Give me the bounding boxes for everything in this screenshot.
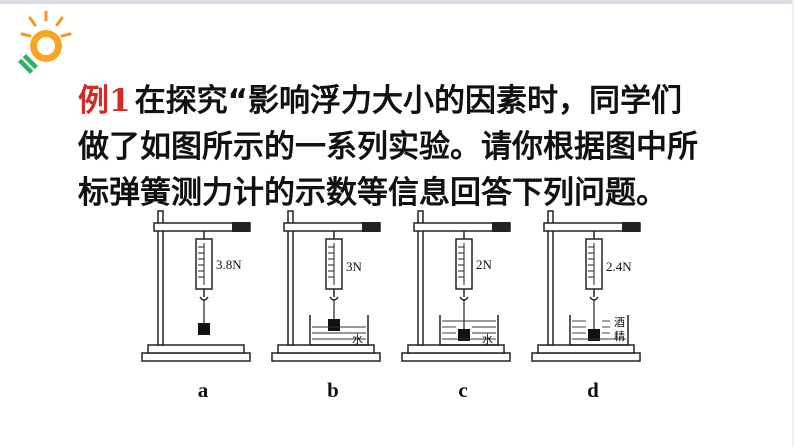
lightbulb-icon xyxy=(18,10,72,74)
liquid-d-1: 酒 xyxy=(614,316,625,329)
liquid-b: 水 xyxy=(352,333,363,346)
figure-label-a: a xyxy=(197,378,209,402)
example-label: 例1 xyxy=(78,83,131,119)
top-bar xyxy=(0,0,794,4)
text-line-3: 标弹簧测力计的示数等信息回答下列问题。 xyxy=(78,175,667,211)
reading-c: 2N xyxy=(476,257,493,272)
experiment-figure: 3.8N 3N 水 2N 水 xyxy=(141,210,641,362)
reading-b: 3N xyxy=(346,259,363,274)
figure-label-d: d xyxy=(587,378,599,402)
reading-d: 2.4N xyxy=(606,259,632,274)
figure-label-c: c xyxy=(458,378,468,402)
figure-b: 3N 水 xyxy=(271,210,381,362)
text-line-2: 做了如图所示的一系列实验。请你根据图中所 xyxy=(78,129,698,165)
liquid-d-2: 精 xyxy=(614,330,625,343)
reading-a: 3.8N xyxy=(216,257,242,272)
figure-c: 2N 水 xyxy=(401,210,511,362)
figure-label-b: b xyxy=(327,378,339,402)
figure-d: 2.4N 酒 精 xyxy=(531,210,641,362)
figure-a: 3.8N xyxy=(141,210,251,362)
liquid-c: 水 xyxy=(482,333,493,346)
